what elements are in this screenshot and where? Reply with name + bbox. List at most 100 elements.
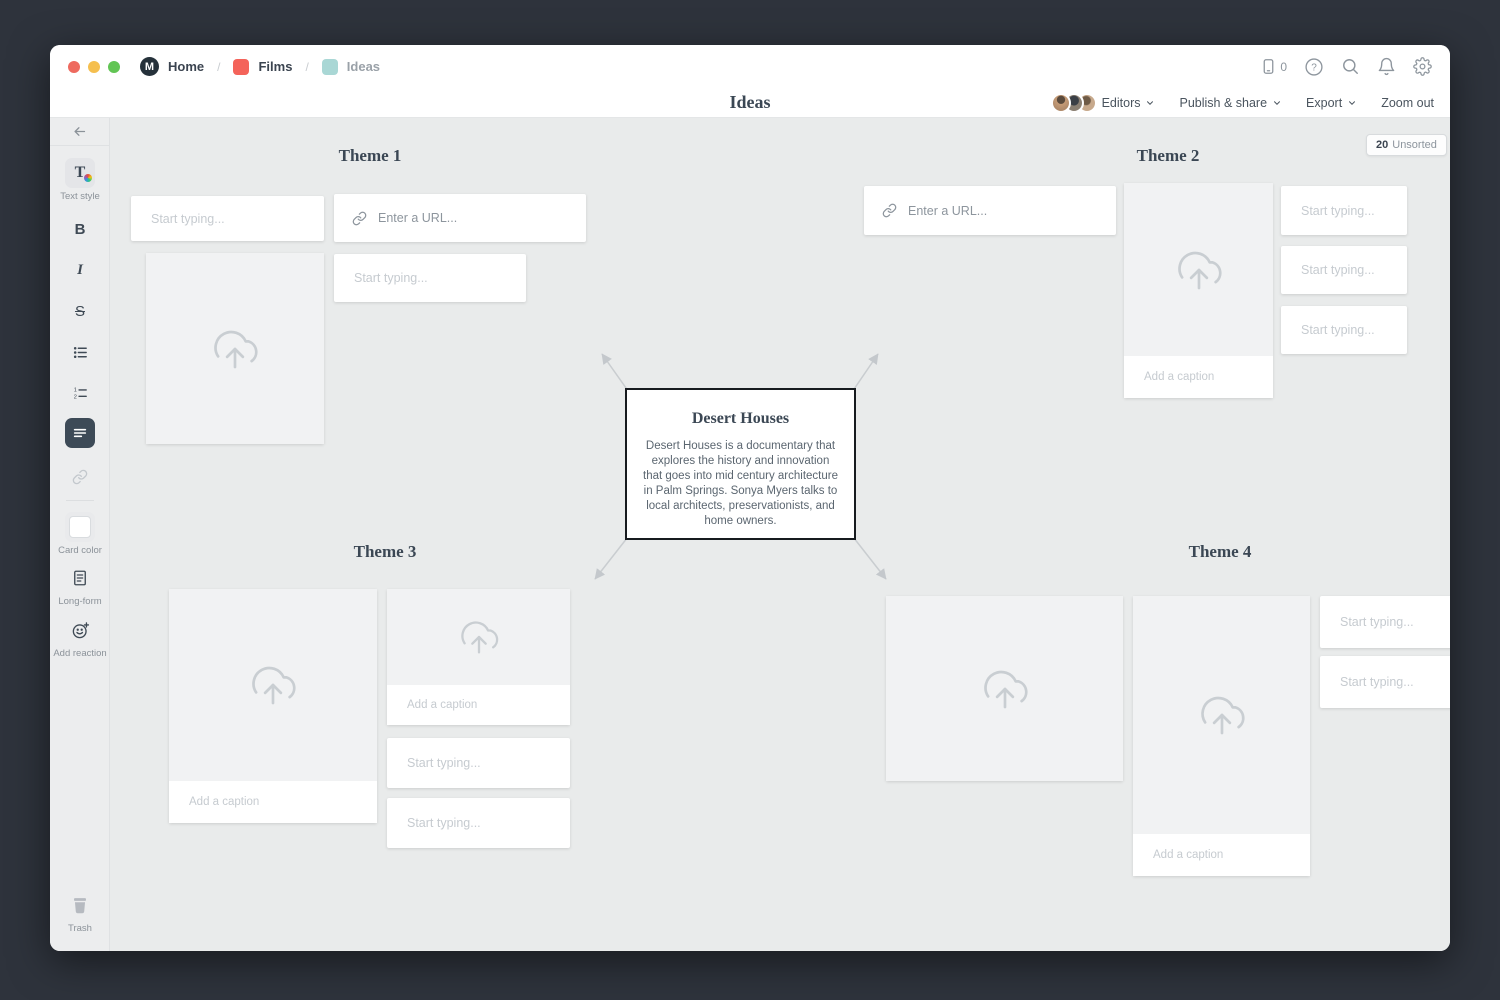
note-card[interactable]: Start typing... <box>1281 186 1407 235</box>
note-card[interactable]: Start typing... <box>334 254 526 302</box>
text-style-button[interactable]: T <box>65 158 95 188</box>
note-card[interactable]: Start typing... <box>387 738 570 788</box>
long-form-button[interactable] <box>65 563 95 593</box>
caption-field[interactable]: Add a caption <box>1124 356 1273 398</box>
theme-1-title[interactable]: Theme 1 <box>338 146 402 165</box>
theme-3-title[interactable]: Theme 3 <box>353 542 417 561</box>
image-upload-card[interactable]: Add a caption <box>169 589 377 823</box>
note-card[interactable]: Start typing... <box>387 798 570 848</box>
link-button[interactable] <box>65 462 95 492</box>
image-drop-area[interactable] <box>146 253 324 444</box>
breadcrumb-separator: / <box>217 59 221 74</box>
card-color-label: Card color <box>58 545 102 556</box>
theme-2-title[interactable]: Theme 2 <box>1136 146 1200 165</box>
note-placeholder: Start typing... <box>407 756 481 770</box>
strikethrough-icon: S <box>74 302 85 320</box>
image-upload-card[interactable]: Add a caption <box>1133 596 1310 876</box>
breadcrumb-films[interactable]: Films <box>258 59 293 74</box>
note-card[interactable]: Start typing... <box>1281 306 1407 354</box>
minimize-window-button[interactable] <box>88 60 100 73</box>
export-label: Export <box>1306 96 1343 110</box>
breadcrumb-home[interactable]: Home <box>168 59 205 74</box>
trash-button[interactable] <box>65 890 95 920</box>
publish-share-menu[interactable]: Publish & share <box>1179 96 1282 110</box>
bullet-list-button[interactable] <box>65 337 95 367</box>
italic-button[interactable]: I <box>65 255 95 285</box>
milanote-logo-icon[interactable]: M <box>140 57 159 76</box>
numbered-list-button[interactable]: 1 2 <box>65 378 95 408</box>
editors-menu[interactable]: Editors <box>1050 93 1156 113</box>
note-align-button[interactable] <box>65 418 95 448</box>
url-placeholder: Enter a URL... <box>378 211 458 225</box>
cloud-upload-icon <box>252 666 296 705</box>
strikethrough-button[interactable]: S <box>65 296 95 326</box>
export-menu[interactable]: Export <box>1306 96 1357 110</box>
help-button[interactable]: ? <box>1304 57 1324 77</box>
svg-text:?: ? <box>1311 62 1317 73</box>
note-card[interactable]: Start typing... <box>131 196 324 241</box>
note-placeholder: Start typing... <box>1340 615 1414 629</box>
url-card[interactable]: Enter a URL... <box>334 194 586 242</box>
url-placeholder: Enter a URL... <box>908 203 988 218</box>
breadcrumb-ideas[interactable]: Ideas <box>346 59 381 74</box>
note-card[interactable]: Start typing... <box>1320 656 1450 708</box>
link-icon <box>882 203 897 218</box>
image-drop-area[interactable] <box>1124 183 1273 356</box>
bold-icon: B <box>74 220 86 238</box>
notifications-bell-icon[interactable] <box>1377 57 1396 76</box>
desert-houses-description: Desert Houses is a documentary that expl… <box>643 440 838 527</box>
zoom-out-button[interactable]: Zoom out <box>1381 96 1434 110</box>
caption-field[interactable]: Add a caption <box>387 685 570 725</box>
cloud-upload-icon <box>460 621 498 654</box>
traffic-lights <box>68 60 120 73</box>
zoom-out-label: Zoom out <box>1381 96 1434 110</box>
card-color-button[interactable] <box>65 512 95 542</box>
desert-houses-card[interactable]: Desert Houses Desert Houses is a documen… <box>625 388 856 540</box>
breadcrumb: M Home / Films / Ideas <box>140 57 380 76</box>
cloud-upload-icon <box>1200 696 1245 735</box>
image-drop-area[interactable] <box>169 589 377 781</box>
card-color-swatch-icon <box>69 516 91 538</box>
films-board-icon[interactable] <box>233 58 250 75</box>
theme-4-title[interactable]: Theme 4 <box>1188 542 1252 561</box>
editor-avatars <box>1050 93 1097 113</box>
editors-label: Editors <box>1101 96 1141 110</box>
image-upload-card[interactable]: Add a caption <box>1124 183 1273 398</box>
ideas-board-icon[interactable] <box>321 58 338 75</box>
image-drop-area[interactable] <box>1133 596 1310 834</box>
note-placeholder: Start typing... <box>354 271 428 285</box>
text-style-icon: T <box>75 164 93 182</box>
cloud-upload-icon <box>214 330 258 368</box>
chevron-down-icon <box>1145 98 1155 108</box>
link-icon <box>72 469 88 485</box>
image-drop-area[interactable] <box>886 596 1123 781</box>
image-upload-card[interactable]: Add a caption <box>387 589 570 725</box>
note-card[interactable]: Start typing... <box>1281 246 1407 294</box>
caption-field[interactable]: Add a caption <box>169 781 377 823</box>
close-window-button[interactable] <box>68 60 80 73</box>
caption-field[interactable]: Add a caption <box>1133 834 1310 876</box>
board-canvas[interactable]: 20 Unsorted Theme 1 Start typing... Ente… <box>110 118 1450 951</box>
search-icon[interactable] <box>1341 57 1360 76</box>
note-card[interactable]: Start typing... <box>1320 596 1450 648</box>
image-drop-area[interactable] <box>387 589 570 685</box>
mobile-devices-button[interactable]: 0 <box>1260 58 1287 75</box>
smiley-plus-icon <box>72 621 89 638</box>
note-placeholder: Start typing... <box>151 211 225 226</box>
link-icon <box>352 211 367 225</box>
text-style-label: Text style <box>60 191 100 202</box>
settings-gear-icon[interactable] <box>1413 57 1432 76</box>
maximize-window-button[interactable] <box>108 60 120 73</box>
align-left-icon <box>73 428 87 438</box>
url-card[interactable]: Enter a URL... <box>864 186 1116 235</box>
unsorted-badge[interactable]: 20 Unsorted <box>1366 134 1447 156</box>
svg-text:1: 1 <box>73 387 76 393</box>
bold-button[interactable]: B <box>65 214 95 244</box>
trash-icon <box>74 898 86 914</box>
image-upload-card[interactable] <box>146 253 324 444</box>
add-reaction-button[interactable] <box>65 615 95 645</box>
collapse-toolbar-button[interactable] <box>72 124 87 139</box>
publish-share-label: Publish & share <box>1179 96 1268 110</box>
image-upload-card[interactable] <box>886 596 1123 781</box>
desert-houses-title: Desert Houses <box>691 410 790 427</box>
